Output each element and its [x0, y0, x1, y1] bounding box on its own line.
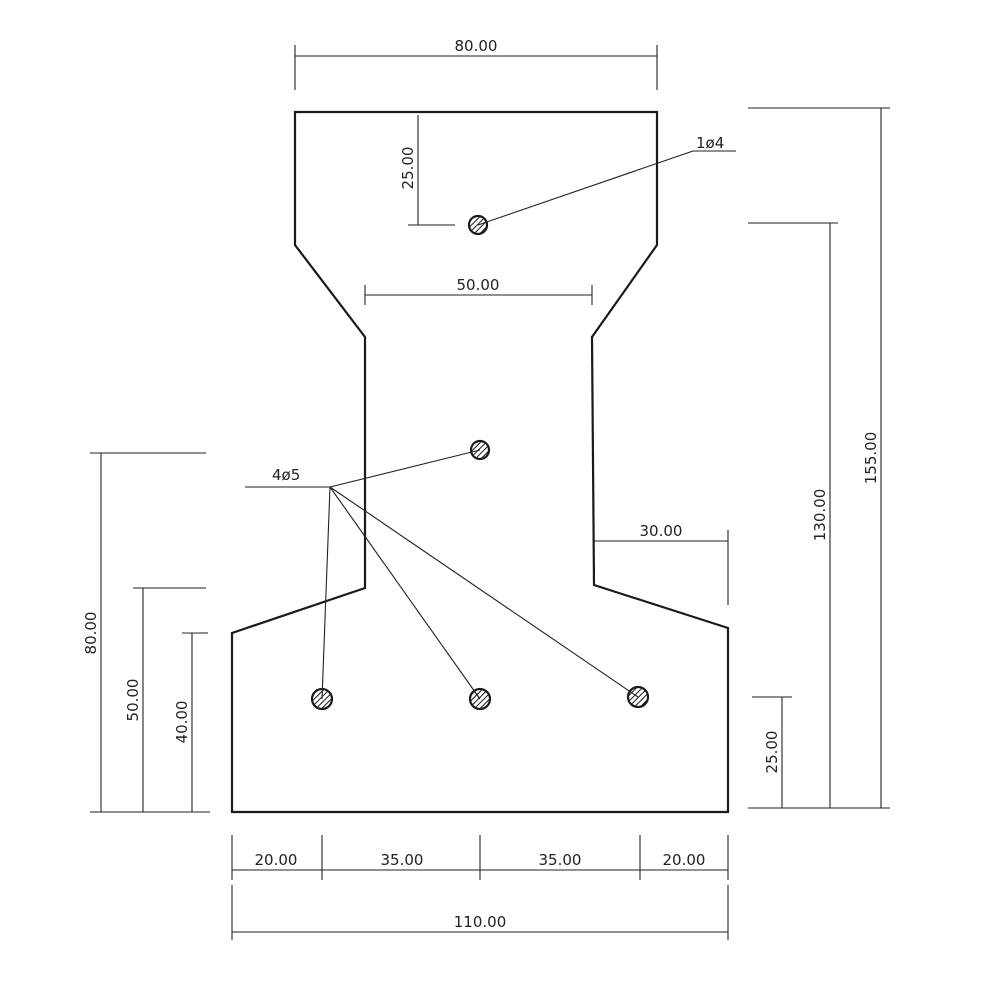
dim-label-left-height-50: 50.00: [124, 679, 142, 722]
leader-top-rebar: 1ø4: [477, 134, 736, 226]
dim-label-bottom-total: 110.00: [454, 913, 507, 931]
dim-label-bottom-bar-cover: 25.00: [763, 731, 781, 774]
dim-label-bottom-seg-2: 35.00: [381, 851, 424, 869]
dim-bottom-total: 110.00: [231, 885, 729, 940]
section-outline: [230, 110, 730, 814]
dim-bottom-bar-cover: 25.00: [752, 696, 792, 808]
leader-bottom-rebars: 4ø5: [245, 449, 639, 700]
dim-label-total-height: 155.00: [862, 432, 880, 485]
dim-haunch-width: 30.00: [594, 522, 729, 605]
dim-label-left-height-40: 40.00: [173, 701, 191, 744]
dim-left-height-50: 50.00: [124, 587, 206, 812]
dim-height-to-top-bar: 130.00: [748, 222, 838, 808]
dim-left-height-40: 40.00: [173, 632, 208, 812]
dim-top-flange-width: 80.00: [294, 37, 658, 90]
dim-label-bottom-seg-4: 20.00: [663, 851, 706, 869]
dim-label-haunch-width: 30.00: [640, 522, 683, 540]
dim-label-bottom-seg-1: 20.00: [255, 851, 298, 869]
dim-label-top-flange-width: 80.00: [455, 37, 498, 55]
dim-total-height: 155.00: [748, 107, 890, 809]
rebar-label-bottom: 4ø5: [272, 466, 300, 484]
dim-bottom-segments: 20.00 35.00 35.00 20.00: [231, 835, 729, 880]
dim-web-width: 50.00: [364, 276, 593, 305]
dim-label-left-height-80: 80.00: [82, 612, 100, 655]
dim-label-bottom-seg-3: 35.00: [539, 851, 582, 869]
dim-left-height-80: 80.00: [82, 452, 210, 813]
dim-top-bar-cover: 25.00: [399, 115, 455, 226]
dim-label-web-width: 50.00: [457, 276, 500, 294]
rebar-label-top: 1ø4: [696, 134, 724, 152]
dim-label-top-bar-cover: 25.00: [399, 147, 417, 190]
dim-label-height-to-top-bar: 130.00: [811, 489, 829, 542]
